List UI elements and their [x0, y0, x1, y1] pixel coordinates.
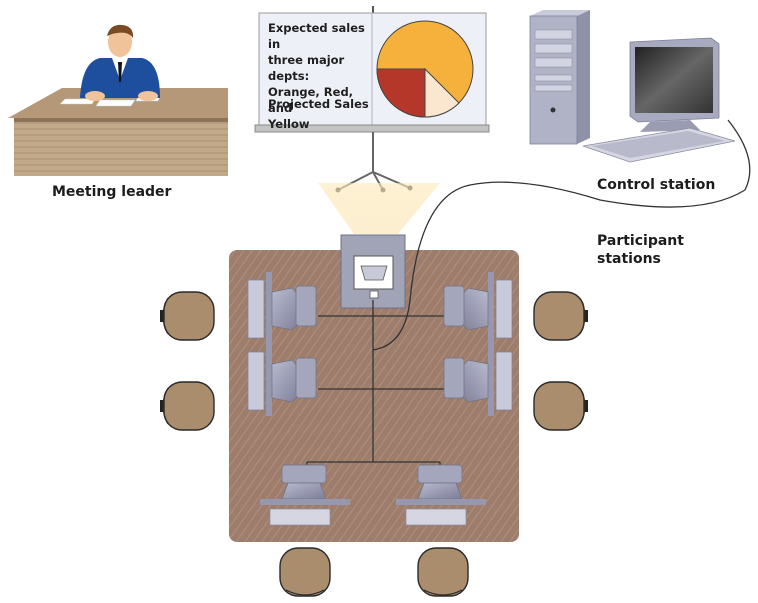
- projection-screen-subtitle: Projected Sales: [268, 97, 369, 111]
- control-station-label: Control station: [597, 177, 716, 193]
- keyboard-icon: [582, 127, 736, 163]
- workstation-icon: [260, 464, 350, 526]
- projection-screen-title: Expected sales in three major depts: Ora…: [268, 20, 378, 132]
- participant-stations-label-line-2: stations: [597, 251, 661, 267]
- monitor-icon: [629, 37, 720, 132]
- businessman-icon: [80, 24, 160, 101]
- participant-stations-label: Participant stations: [597, 232, 684, 268]
- chair-icon: [160, 381, 215, 431]
- chair-icon: [160, 291, 215, 341]
- workstation-icon: [443, 272, 513, 344]
- projection-screen-icon: [254, 6, 490, 133]
- network-lines: [306, 119, 751, 470]
- chair-icon: [533, 381, 588, 431]
- desk-icon: [8, 88, 228, 176]
- screen-title-line-1: Expected sales in: [268, 21, 365, 51]
- chair-icon: [279, 547, 331, 597]
- participant-stations-label-line-1: Participant: [597, 233, 684, 249]
- projector-icon: [340, 234, 406, 309]
- workstation-icon: [247, 272, 317, 344]
- screen-title-line-3: Orange, Red, and: [268, 85, 354, 115]
- computer-tower-icon: [529, 10, 590, 145]
- chair-icon: [533, 291, 588, 341]
- screen-title-line-4: Yellow: [268, 117, 310, 131]
- projector-light-beam: [318, 183, 440, 234]
- chair-icon: [417, 547, 469, 597]
- screen-title-line-2: three major depts:: [268, 53, 345, 83]
- pie-chart: [376, 20, 474, 118]
- workstation-icon: [247, 344, 317, 416]
- meeting-leader-label: Meeting leader: [52, 184, 172, 200]
- workstation-icon: [396, 464, 486, 526]
- workstation-icon: [443, 344, 513, 416]
